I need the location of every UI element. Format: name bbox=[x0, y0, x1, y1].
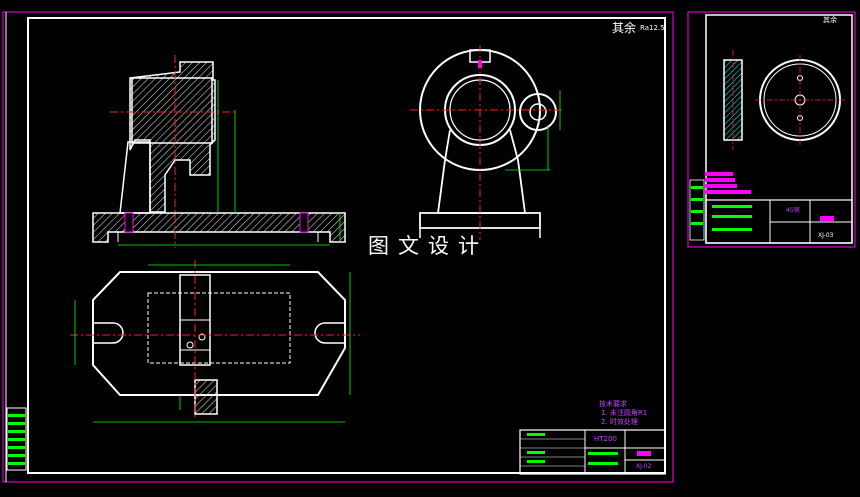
tech-notes-title: 技术要求 bbox=[599, 400, 627, 408]
side-material: 45钢 bbox=[786, 207, 800, 214]
side-drawing-number: XJ-03 bbox=[818, 232, 834, 239]
side-roughness-note: 其余 bbox=[823, 16, 837, 24]
watermark-text: 图文设计 bbox=[368, 234, 488, 258]
roughness-note: 其余 bbox=[612, 21, 637, 35]
main-sheet-inner-border bbox=[27, 17, 666, 474]
tech-note-2: 2. 时效处理 bbox=[601, 418, 638, 426]
main-sheet-outer-border bbox=[2, 11, 674, 483]
main-title-block bbox=[519, 429, 666, 475]
side-view bbox=[410, 45, 565, 240]
tech-note-1: 1. 未注圆角R1 bbox=[601, 409, 648, 417]
front-view bbox=[92, 55, 346, 248]
main-material: HT200 bbox=[594, 435, 617, 443]
main-drawing-number: XJ-02 bbox=[636, 463, 652, 470]
left-edge-table bbox=[6, 407, 27, 471]
top-view bbox=[70, 260, 360, 423]
roughness-value: Ra12.5 bbox=[640, 24, 665, 32]
side-sheet bbox=[687, 11, 856, 248]
